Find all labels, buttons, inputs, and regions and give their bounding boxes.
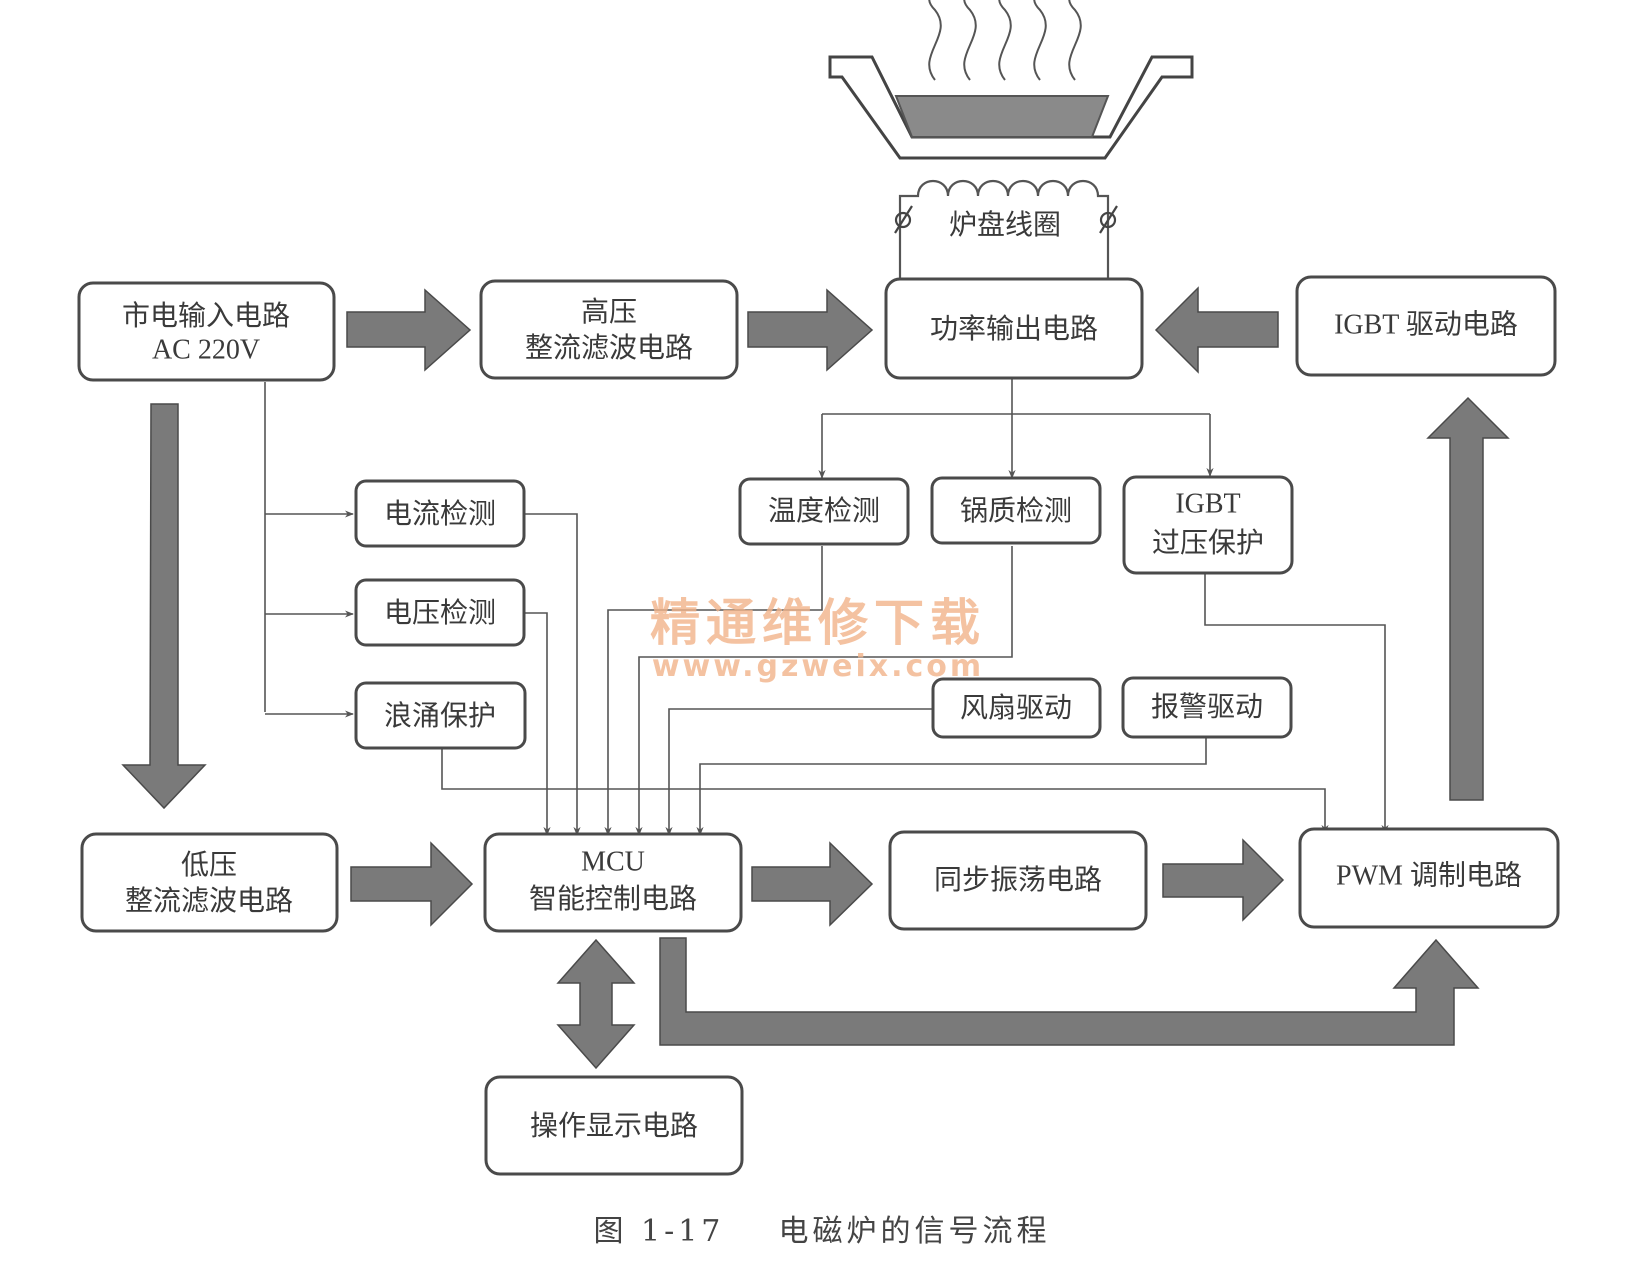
arrow-sync-to-pwm <box>1162 838 1285 922</box>
arrow-lv-to-mcu <box>350 841 474 927</box>
block-mains-input-title: 市电输入电路 <box>122 299 290 332</box>
block-igbt-overvoltage[interactable]: IGBT 过压保护 <box>1122 475 1294 575</box>
block-sync-oscillator[interactable]: 同步振荡电路 <box>888 830 1148 931</box>
block-current-detect[interactable]: 电流检测 <box>354 479 526 548</box>
block-temp-detect-label: 温度检测 <box>768 494 880 527</box>
block-mcu-line1: MCU <box>581 846 645 877</box>
block-mcu-line2: 智能控制电路 <box>529 882 697 915</box>
pot-liquid <box>894 95 1110 138</box>
watermark: 精通维修下载 www.gzweix.com <box>650 594 986 684</box>
arrow-igbt-driver-to-power-output <box>1154 286 1279 374</box>
block-hv-rectifier-line2: 整流滤波电路 <box>525 331 693 364</box>
coil-icon <box>894 180 1118 278</box>
block-hv-rectifier-line1: 高压 <box>581 295 637 328</box>
block-operation-display-label: 操作显示电路 <box>530 1109 698 1142</box>
block-pwm-modulator[interactable]: PWM 调制电路 <box>1298 827 1560 929</box>
block-igbt-driver[interactable]: IGBT 驱动电路 <box>1295 275 1557 377</box>
block-igbt-driver-label: IGBT 驱动电路 <box>1334 308 1518 340</box>
cookware-illustration: 炉盘线圈 <box>828 0 1194 278</box>
block-power-output-label: 功率输出电路 <box>930 312 1098 345</box>
arrow-hv-to-power-output <box>747 288 874 372</box>
block-voltage-detect-label: 电压检测 <box>384 596 496 629</box>
block-voltage-detect[interactable]: 电压检测 <box>354 578 526 647</box>
arrow-mains-to-hv <box>346 288 472 372</box>
block-mcu[interactable]: MCU 智能控制电路 <box>483 832 743 933</box>
block-temp-detect[interactable]: 温度检测 <box>738 477 910 546</box>
block-alarm-driver[interactable]: 报警驱动 <box>1121 676 1293 739</box>
block-power-output[interactable]: 功率输出电路 <box>884 277 1144 380</box>
block-pot-detect[interactable]: 锅质检测 <box>930 476 1102 545</box>
block-hv-rectifier[interactable]: 高压 整流滤波电路 <box>479 279 739 380</box>
watermark-url: www.gzweix.com <box>652 649 984 684</box>
arrow-mains-to-lv <box>121 403 207 810</box>
arrow-pwm-to-igbt-driver <box>1426 396 1510 801</box>
block-igbt-overvoltage-line2: 过压保护 <box>1152 526 1264 559</box>
block-fan-driver-label: 风扇驱动 <box>960 691 1072 724</box>
block-fan-driver[interactable]: 风扇驱动 <box>931 677 1102 739</box>
block-lv-rectifier-line1: 低压 <box>181 848 237 881</box>
arrow-mcu-to-pwm-feedback <box>659 937 1480 1046</box>
arrow-mcu-display-bidirectional <box>556 938 636 1070</box>
block-pwm-modulator-label: PWM 调制电路 <box>1336 859 1522 891</box>
block-sync-oscillator-label: 同步振荡电路 <box>934 863 1102 896</box>
arrow-mcu-to-sync <box>751 841 874 927</box>
block-current-detect-label: 电流检测 <box>384 497 496 530</box>
block-surge-protect[interactable]: 浪涌保护 <box>354 681 527 750</box>
block-lv-rectifier[interactable]: 低压 整流滤波电路 <box>80 832 339 933</box>
power-flow-arrows <box>121 286 1510 1070</box>
block-igbt-overvoltage-line1: IGBT <box>1175 488 1240 519</box>
block-mains-input-voltage: AC 220V <box>152 334 260 365</box>
watermark-text: 精通维修下载 <box>650 594 986 652</box>
block-surge-protect-label: 浪涌保护 <box>384 699 496 732</box>
coil-label: 炉盘线圈 <box>949 208 1061 241</box>
block-mains-input[interactable]: 市电输入电路 AC 220V <box>77 281 336 382</box>
block-operation-display[interactable]: 操作显示电路 <box>484 1075 744 1176</box>
block-alarm-driver-label: 报警驱动 <box>1151 690 1263 723</box>
block-lv-rectifier-line2: 整流滤波电路 <box>125 884 293 917</box>
figure-caption: 图 1-17 电磁炉的信号流程 <box>593 1214 1050 1249</box>
block-pot-detect-label: 锅质检测 <box>960 494 1072 527</box>
signal-wires <box>264 378 1389 836</box>
steam-icon <box>928 0 1082 81</box>
